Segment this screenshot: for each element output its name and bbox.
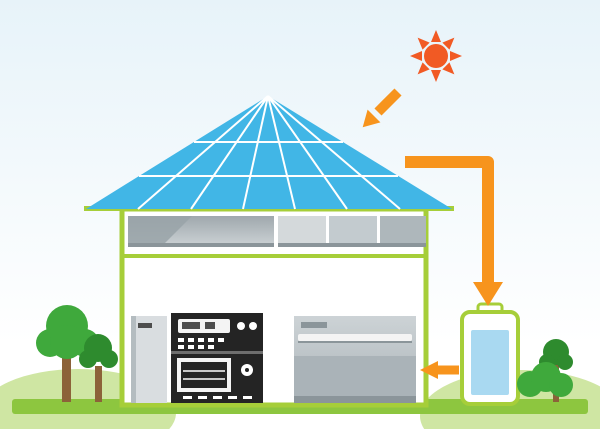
panel-grid-line bbox=[242, 95, 269, 210]
oven-knobs bbox=[237, 322, 257, 330]
storage-battery bbox=[460, 302, 520, 406]
sun-ray bbox=[431, 30, 441, 42]
vent-dash bbox=[213, 396, 222, 399]
energy-flow-arrows bbox=[362, 88, 503, 379]
arrow-head bbox=[420, 361, 438, 379]
dishwasher-control bbox=[301, 322, 327, 328]
tree-trunk bbox=[95, 366, 102, 402]
tree-trunk bbox=[62, 352, 71, 402]
dishwasher-handle-shadow bbox=[298, 341, 412, 343]
dishwasher-drawer bbox=[294, 356, 416, 396]
arrow-roof-to-battery bbox=[405, 156, 503, 306]
oven-button bbox=[178, 345, 184, 349]
microwave-dial-center bbox=[245, 368, 249, 372]
oven-knob bbox=[237, 322, 245, 330]
greenery bbox=[36, 305, 573, 402]
dishwasher-handle-bar bbox=[298, 334, 412, 341]
dishwasher bbox=[294, 316, 416, 403]
arrow-shaft bbox=[374, 88, 402, 116]
oven-button bbox=[218, 338, 224, 342]
louver-window-shade bbox=[128, 216, 192, 246]
sun-core bbox=[424, 44, 448, 68]
foliage-blob bbox=[79, 350, 97, 368]
panel-grid-line bbox=[267, 95, 401, 210]
dishwasher-base bbox=[294, 396, 416, 403]
sun-ray bbox=[431, 70, 441, 82]
cabinet-edge bbox=[131, 316, 136, 403]
upper-window-pane-right bbox=[380, 216, 426, 246]
sun-ray bbox=[417, 62, 430, 75]
solar-panel-roof bbox=[86, 95, 452, 210]
house bbox=[119, 206, 429, 408]
panel-grid-line bbox=[267, 95, 348, 210]
arrow-battery-to-house bbox=[420, 361, 459, 379]
roof-shape bbox=[86, 96, 452, 209]
oven-display-mark-2 bbox=[205, 322, 215, 329]
foliage-blob bbox=[557, 354, 573, 370]
arrow-head bbox=[362, 109, 381, 128]
oven-button bbox=[208, 338, 214, 342]
panel-grid-line bbox=[137, 95, 269, 210]
cabinet bbox=[131, 316, 167, 403]
foliage-blob bbox=[100, 350, 118, 368]
panel-grid-line bbox=[267, 95, 296, 210]
battery-charge-level bbox=[471, 330, 509, 395]
oven-button bbox=[178, 338, 184, 342]
arrow-shaft bbox=[405, 156, 494, 284]
cabinet-handle bbox=[138, 323, 152, 328]
upper-window-pane-left bbox=[278, 216, 326, 246]
oven-knob bbox=[249, 322, 257, 330]
oven-button bbox=[208, 345, 214, 349]
tree-foliage bbox=[79, 334, 118, 368]
foliage-blob bbox=[50, 325, 84, 359]
sun-ray bbox=[442, 37, 455, 50]
oven-unit bbox=[171, 313, 263, 403]
sun-ray bbox=[450, 51, 462, 61]
second-floor bbox=[128, 216, 426, 247]
oven-button bbox=[198, 345, 204, 349]
oven-button bbox=[188, 345, 194, 349]
right-bush bbox=[517, 362, 573, 397]
oven-divider bbox=[171, 351, 263, 354]
bush-blob bbox=[549, 373, 573, 397]
louver-window-lip bbox=[128, 243, 274, 247]
oven-display-mark bbox=[182, 322, 200, 329]
oven-base-vents bbox=[183, 396, 252, 399]
vent-dash bbox=[243, 396, 252, 399]
panel-grid-line bbox=[190, 95, 269, 210]
microwave-window-slats bbox=[183, 370, 225, 380]
first-floor-appliances bbox=[131, 313, 416, 403]
vent-dash bbox=[228, 396, 237, 399]
sun-ray bbox=[410, 51, 422, 61]
arrow-head bbox=[473, 282, 503, 306]
vent-dash bbox=[183, 396, 192, 399]
sun-icon bbox=[410, 30, 462, 82]
upper-window-lip bbox=[278, 243, 426, 247]
oven-button bbox=[198, 338, 204, 342]
oven-button bbox=[188, 338, 194, 342]
sun-ray bbox=[417, 37, 430, 50]
arrow-sun-to-roof bbox=[362, 88, 402, 128]
solar-panel-grid bbox=[137, 95, 401, 210]
microwave-door-window bbox=[181, 362, 227, 388]
oven-buttons bbox=[178, 338, 224, 349]
floor-divider-line bbox=[124, 254, 424, 258]
upper-window-pane-middle bbox=[329, 216, 377, 246]
left-small-tree bbox=[79, 334, 118, 402]
sun-ray bbox=[442, 62, 455, 75]
vent-dash bbox=[198, 396, 207, 399]
